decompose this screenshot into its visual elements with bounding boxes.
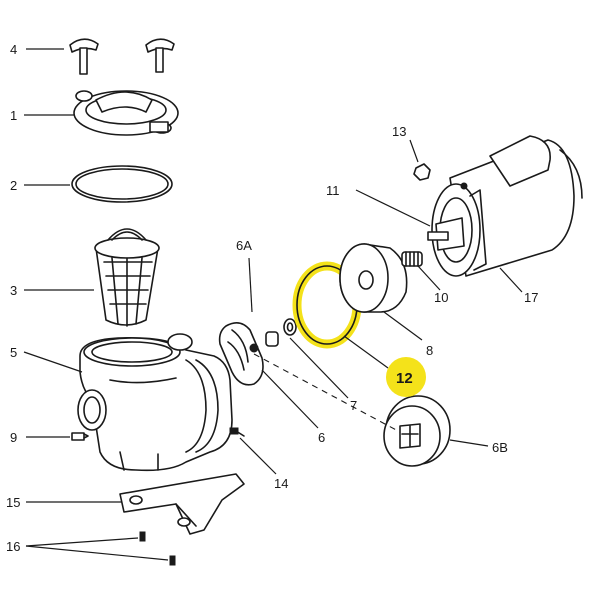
drain-plug [71, 432, 89, 441]
pump-housing [77, 333, 233, 472]
callout-7: 7 [350, 398, 357, 413]
callout-14: 14 [274, 476, 288, 491]
base-screw-right [169, 555, 176, 566]
diffuser [218, 322, 264, 386]
cover-knob-left [69, 38, 99, 75]
motor [427, 135, 583, 277]
seal-plate [339, 243, 408, 313]
callout-2: 2 [10, 178, 17, 193]
callout-3: 3 [10, 283, 17, 298]
callout-6: 6 [318, 430, 325, 445]
callout-10: 10 [434, 290, 448, 305]
base-screw-left [139, 531, 146, 542]
callout-17: 17 [524, 290, 538, 305]
leader-lines [23, 48, 523, 561]
shaft-seal [265, 318, 297, 347]
callout-1: 1 [10, 108, 17, 123]
strainer-basket [94, 228, 160, 327]
water-slinger [401, 251, 423, 267]
callout-labels: 4 1 2 3 5 9 15 16 6A 13 11 10 8 17 7 6 1… [6, 42, 538, 554]
strainer-lid [73, 90, 179, 136]
mounting-base [119, 473, 245, 535]
callout-12-badge [386, 357, 426, 397]
callout-9: 9 [10, 430, 17, 445]
impeller [383, 395, 451, 467]
callout-6b: 6B [492, 440, 508, 455]
callout-4: 4 [10, 42, 17, 57]
callout-16: 16 [6, 539, 20, 554]
cover-knob-right [145, 38, 175, 73]
impeller-screw [229, 427, 245, 437]
callout-15: 15 [6, 495, 20, 510]
callout-13: 13 [392, 124, 406, 139]
callout-5: 5 [10, 345, 17, 360]
assembly-axis [253, 353, 401, 433]
callout-11: 11 [326, 183, 340, 198]
callout-6a: 6A [236, 238, 252, 253]
callout-8: 8 [426, 343, 433, 358]
callout-12: 12 [396, 370, 413, 387]
lid-o-ring [71, 165, 173, 203]
motor-nut [413, 163, 431, 181]
